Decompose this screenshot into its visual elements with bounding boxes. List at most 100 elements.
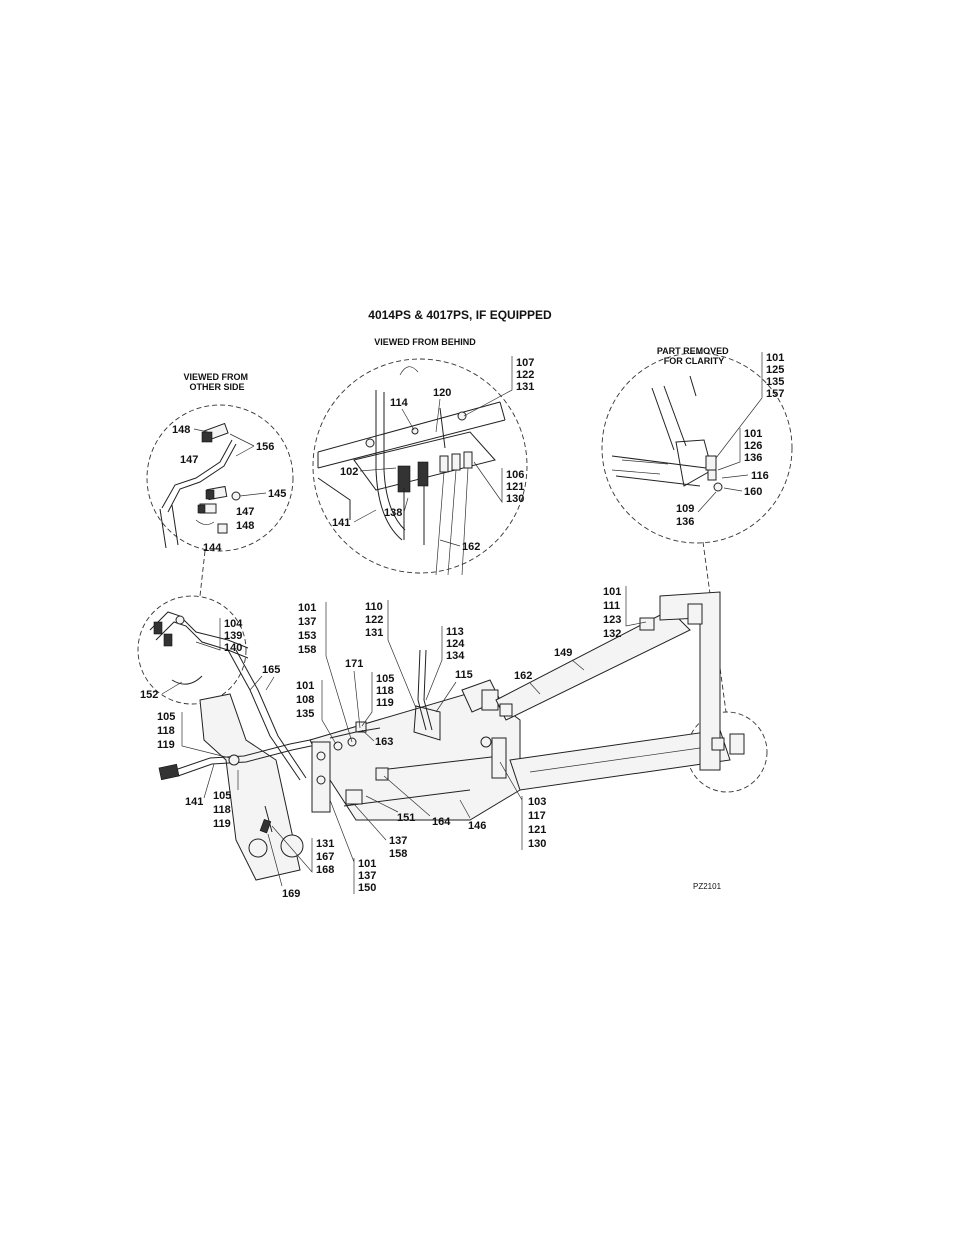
callout-164: 164 — [432, 816, 451, 828]
leader-164 — [383, 775, 431, 817]
leader-148-top — [193, 428, 209, 433]
main-assembly-drawing — [149, 591, 745, 881]
callout-group-101d: 101 111 123 132 — [603, 586, 624, 640]
detail-circle-other-side — [146, 404, 294, 552]
callout-group-105a: 105 118 119 — [376, 673, 397, 709]
caption-viewed-from-behind: VIEWED FROM BEHIND — [374, 337, 476, 347]
leader-101d — [625, 586, 647, 627]
callout-149: 149 — [554, 647, 572, 659]
leader-151 — [365, 795, 399, 813]
callout-163: 163 — [375, 736, 393, 748]
leader-110 — [387, 600, 417, 709]
leader-152 — [161, 681, 183, 695]
callout-162-main: 162 — [514, 670, 532, 682]
callout-116: 116 — [751, 470, 769, 482]
caption-line: OTHER SIDE — [189, 382, 244, 392]
leader-103 — [499, 761, 523, 850]
leader-109 — [697, 491, 717, 513]
callout-group-137: 137 158 — [389, 835, 410, 860]
leader-162-main — [529, 682, 541, 695]
callout-147-top: 147 — [180, 454, 198, 466]
leader-137 — [353, 803, 387, 841]
callout-102: 102 — [340, 466, 358, 478]
callout-group-104: 104 139 140 — [224, 618, 245, 654]
callout-group-106: 106 121 130 — [506, 469, 527, 505]
callout-group-101-top: 101 125 135 157 — [766, 352, 787, 400]
leader-104 — [195, 618, 221, 651]
leader-141-main — [203, 763, 215, 799]
detail-circle-behind — [312, 358, 528, 574]
leader-120 — [435, 398, 441, 433]
leader-106 — [473, 461, 503, 504]
detail-circle-rear-corner — [686, 711, 768, 793]
callout-145: 145 — [268, 488, 286, 500]
leader-171 — [353, 670, 361, 729]
leader-102 — [359, 467, 397, 472]
callout-165: 165 — [262, 664, 280, 676]
leader-105b — [181, 712, 231, 759]
callout-group-101c: 101 137 150 — [358, 858, 379, 894]
callout-120: 120 — [433, 387, 451, 399]
leader-138 — [403, 497, 409, 513]
detail-circle-removed — [601, 352, 793, 544]
detail-leader-left — [199, 550, 206, 597]
callout-141-behind: 141 — [332, 517, 350, 529]
callout-115: 115 — [455, 669, 473, 681]
leader-131 — [271, 825, 313, 873]
leader-115 — [435, 681, 457, 713]
callout-group-109: 109 136 — [676, 503, 697, 528]
leader-141-behind — [353, 509, 377, 523]
leader-163 — [361, 729, 375, 742]
callout-160: 160 — [744, 486, 762, 498]
leader-101-mid — [717, 428, 741, 471]
leader-162-behind — [439, 539, 461, 547]
callout-156: 156 — [256, 441, 274, 453]
caption-line: FOR CLARITY — [664, 356, 725, 366]
callout-171: 171 — [345, 658, 363, 670]
leader-116 — [721, 474, 749, 479]
leader-146 — [459, 799, 471, 819]
callout-group-105b: 105 118 119 — [157, 711, 178, 751]
leader-165 — [249, 675, 275, 691]
callout-152: 152 — [140, 689, 158, 701]
leader-105a — [361, 672, 373, 727]
leader-160 — [723, 487, 743, 492]
callout-group-101a: 101 137 153 158 — [298, 602, 319, 656]
callout-146: 146 — [468, 820, 486, 832]
leader-149 — [571, 659, 585, 671]
callout-group-101-mid: 101 126 136 — [744, 428, 765, 464]
callout-169: 169 — [282, 888, 300, 900]
callout-114: 114 — [390, 397, 409, 409]
detail-circle-hitch — [137, 595, 247, 705]
leader-101b — [321, 680, 337, 745]
detail-other-side-drawing — [159, 422, 241, 549]
callout-group-110: 110 122 131 — [365, 601, 386, 639]
diagram-title: 4014PS & 4017PS, IF EQUIPPED — [368, 308, 552, 322]
leader-107 — [463, 356, 513, 417]
callout-group-105c: 105 118 119 — [213, 790, 234, 830]
callout-group-113: 113 124 134 — [446, 626, 467, 662]
leader-101a — [325, 602, 353, 743]
callout-148-top: 148 — [172, 424, 190, 436]
leader-169 — [267, 833, 283, 887]
leader-156 — [229, 433, 255, 457]
callout-group-101b: 101 108 135 — [296, 680, 317, 720]
callout-162-behind: 162 — [462, 541, 480, 553]
callout-148-bottom: 148 — [236, 520, 254, 532]
leader-113 — [425, 626, 443, 701]
callout-151: 151 — [397, 812, 415, 824]
leader-101-top — [715, 352, 763, 459]
drawing-code: PZ2101 — [693, 882, 722, 891]
detail-leader-right — [702, 541, 727, 713]
callout-147-bottom: 147 — [236, 506, 254, 518]
callout-group-103: 103 117 121 130 — [528, 796, 549, 850]
leader-114 — [401, 408, 415, 431]
callout-group-131: 131 167 168 — [316, 838, 337, 876]
detail-removed-drawing — [611, 375, 723, 492]
callout-138: 138 — [384, 507, 402, 519]
callout-group-107: 107 122 131 — [516, 357, 537, 393]
leader-145 — [239, 492, 267, 497]
caption-viewed-from-other-side: VIEWED FROM OTHER SIDE — [183, 372, 250, 392]
detail-behind-drawing — [317, 366, 506, 576]
